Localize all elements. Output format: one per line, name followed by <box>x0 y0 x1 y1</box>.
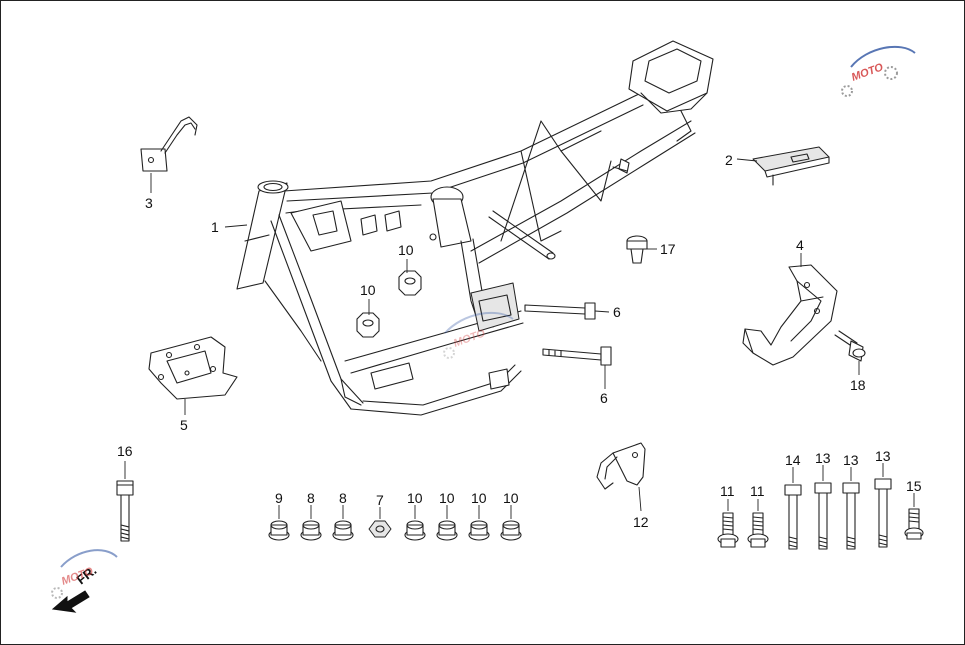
part-14-bolt <box>784 484 802 550</box>
callout-4: 4 <box>796 237 804 253</box>
callout-6-upper: 6 <box>613 304 621 320</box>
part-9-flange-nut <box>268 520 290 541</box>
part-13-bolt-c <box>874 478 892 548</box>
callout-18: 18 <box>850 377 866 393</box>
callout-13-a: 13 <box>815 450 831 466</box>
part-12-bracket <box>596 442 646 490</box>
leader-lines <box>124 158 915 519</box>
part-5-plate <box>148 336 238 400</box>
callout-3: 3 <box>145 195 153 211</box>
part-3-bracket <box>140 116 198 172</box>
callout-11-a: 11 <box>720 483 735 499</box>
watermark-text-bottom: MOTO <box>60 565 95 588</box>
part-18-bolt <box>834 330 866 362</box>
part-7-hex-nut <box>368 520 392 538</box>
callout-13-c: 13 <box>875 448 891 464</box>
callout-10-d: 10 <box>439 490 455 506</box>
callout-15: 15 <box>906 478 922 494</box>
callout-8-a: 8 <box>307 490 315 506</box>
callout-10-e: 10 <box>471 490 487 506</box>
callout-2: 2 <box>725 152 733 168</box>
front-arrow-icon <box>51 590 90 613</box>
part-10-flange-nut-d <box>500 520 522 541</box>
part-10-flange-nut-a <box>404 520 426 541</box>
callout-1: 1 <box>211 219 219 235</box>
callout-10-f: 10 <box>503 490 519 506</box>
callout-12: 12 <box>633 514 649 530</box>
part-6-bolt-upper <box>524 302 596 320</box>
part-17-plug <box>626 235 648 264</box>
part-16-bolt <box>116 480 134 542</box>
callout-5: 5 <box>180 417 188 433</box>
callout-13-b: 13 <box>843 452 859 468</box>
callout-8-b: 8 <box>339 490 347 506</box>
callout-17: 17 <box>660 241 676 257</box>
callout-11-b: 11 <box>750 483 765 499</box>
part-11-bolt-b <box>747 512 769 548</box>
callout-10-frame-upper: 10 <box>398 242 414 258</box>
part-6-bolt-lower <box>542 346 612 366</box>
part-10-nut-lower <box>356 312 380 338</box>
part-8-flange-nut-b <box>332 520 354 541</box>
watermark-logo-top: MOTO <box>841 45 916 97</box>
callout-14: 14 <box>785 452 801 468</box>
part-13-bolt-a <box>814 482 832 550</box>
part-13-bolt-b <box>842 482 860 550</box>
part-15-bolt <box>904 508 924 540</box>
part-10-nut-upper <box>398 270 422 296</box>
part-4-shield <box>742 264 838 366</box>
part-11-bolt-a <box>717 512 739 548</box>
main-frame <box>236 40 714 416</box>
watermark-text-top: MOTO <box>850 61 885 84</box>
callout-16: 16 <box>117 443 133 459</box>
part-10-flange-nut-b <box>436 520 458 541</box>
part-8-flange-nut-a <box>300 520 322 541</box>
callout-7: 7 <box>376 492 384 508</box>
watermark-text-center: MOTO <box>452 327 487 350</box>
callout-9: 9 <box>275 490 283 506</box>
part-2-plate <box>752 146 830 186</box>
part-10-flange-nut-c <box>468 520 490 541</box>
callout-numbers: 3 1 2 4 5 6 6 10 10 17 18 12 16 9 8 8 7 … <box>117 152 922 530</box>
callout-10-frame-lower: 10 <box>360 282 376 298</box>
callout-6-lower: 6 <box>600 390 608 406</box>
callout-10-c: 10 <box>407 490 423 506</box>
